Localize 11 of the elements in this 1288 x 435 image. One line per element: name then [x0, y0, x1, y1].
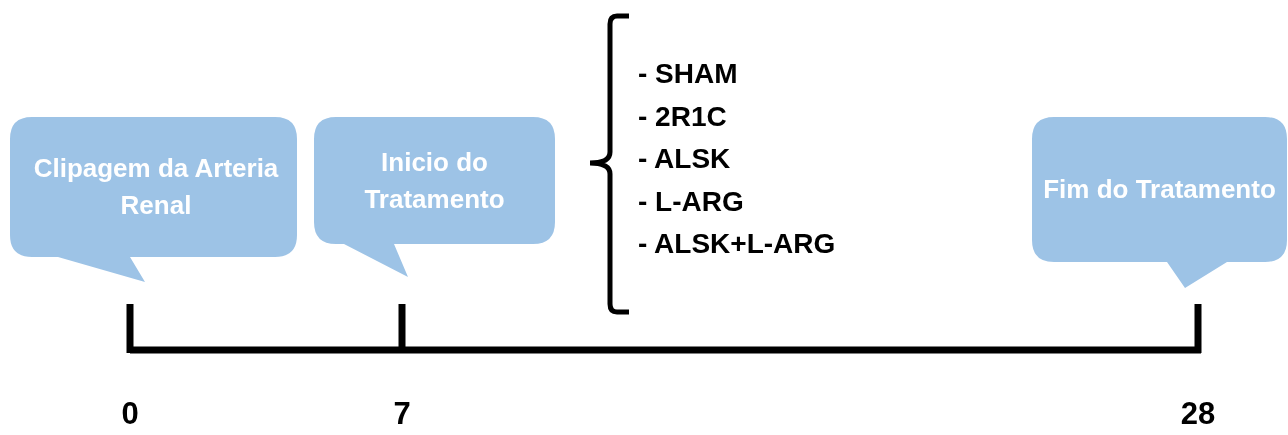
callout-text: Inicio do Tratamento [363, 145, 506, 216]
group-name: - ALSK [638, 143, 731, 175]
callout-text: Clipagem da Arteria Renal [32, 152, 280, 222]
group-name: - SHAM [638, 58, 738, 90]
group-name: - 2R1C [638, 101, 727, 133]
day-label: 28 [1180, 396, 1216, 432]
day-label: 0 [121, 396, 139, 432]
callout-text: Fim do Tratamento [1043, 173, 1276, 206]
day-label: 7 [393, 396, 411, 432]
group-name: - ALSK+L-ARG [638, 228, 836, 260]
group-name: - L-ARG [638, 186, 744, 218]
